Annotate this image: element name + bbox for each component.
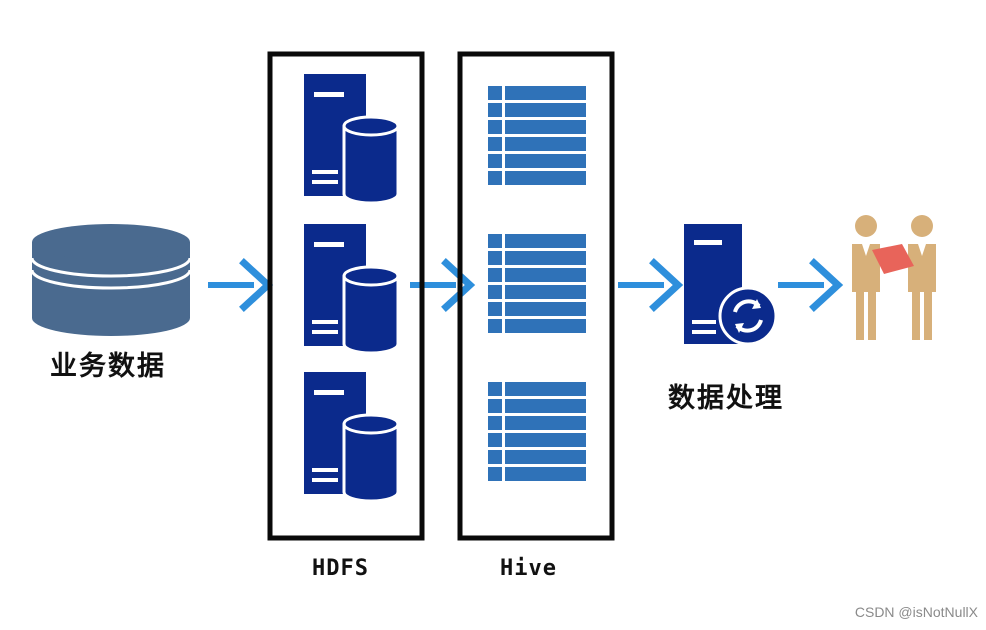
arrow-right-icon [618,263,678,307]
hdfs-server-icon [302,370,400,503]
arrow-right-icon [208,263,268,307]
hive-frame [457,51,615,541]
business-data-label: 业务数据 [50,351,166,382]
hive-table-icon [488,234,586,334]
watermark: CSDN @isNotNullX [854,604,978,620]
hive-table-icon [488,86,586,186]
hdfs-frame [267,51,425,541]
hive-label: Hive [500,556,557,581]
business-users-icon [852,215,936,340]
hdfs-server-icon [302,72,400,205]
data-processing-label: 数据处理 [668,383,784,414]
hdfs-label: HDFS [312,556,369,581]
business-data-database-icon [30,224,192,336]
hdfs-server-icon [302,222,400,355]
hive-table-icon [488,382,586,482]
arrow-right-icon [778,263,838,307]
processing-server-icon [684,224,778,346]
